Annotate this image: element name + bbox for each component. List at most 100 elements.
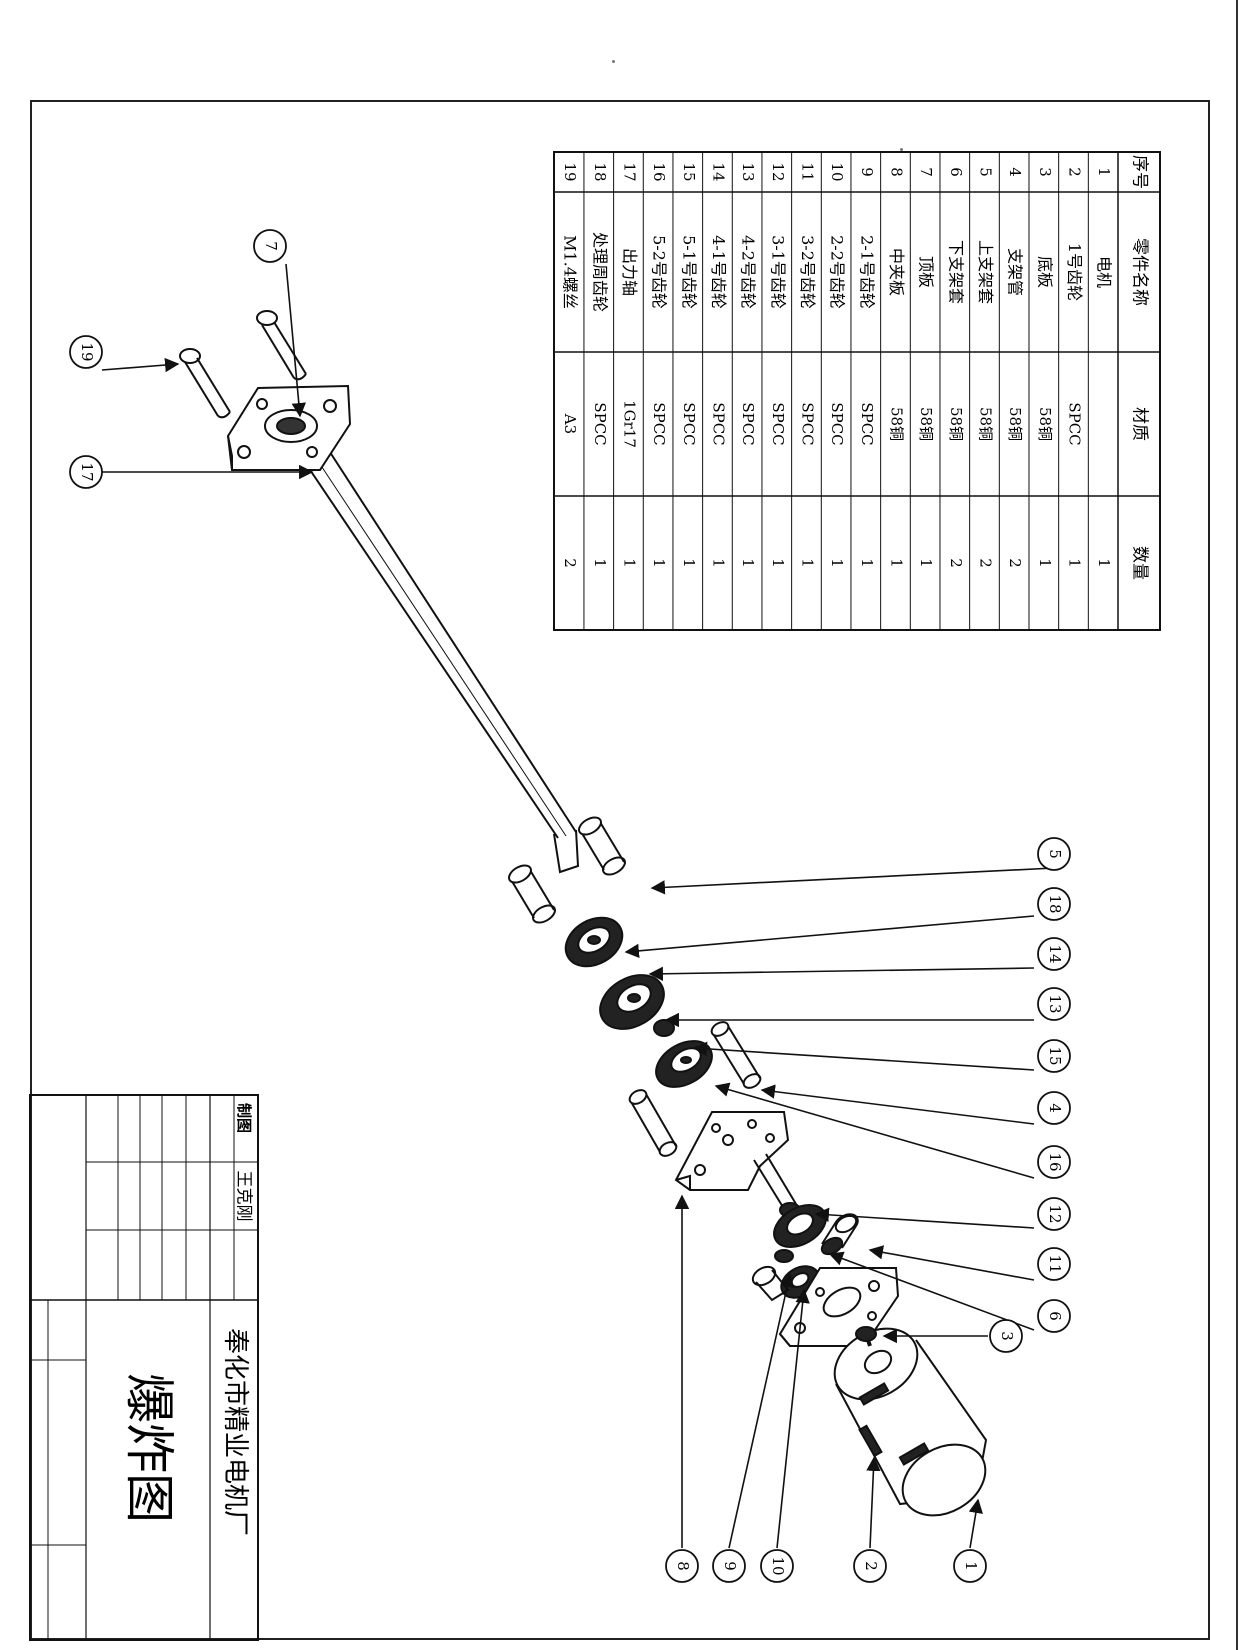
balloon-19: 19 <box>69 335 103 369</box>
bom-cell-qty: 1 <box>858 558 876 568</box>
balloon-label: 7 <box>262 241 280 251</box>
bom-cell-material: 58铜 <box>887 407 905 441</box>
drawing-frame <box>30 100 1210 1640</box>
bom-cell-name: 出力轴 <box>620 248 639 296</box>
bom-cell-no: 15 <box>680 162 698 181</box>
bom-cell-no: 3 <box>1036 167 1054 177</box>
balloon-14: 14 <box>1037 937 1071 971</box>
gear-12 <box>773 1204 827 1248</box>
title-drawn-label: 制图 <box>235 1103 253 1133</box>
bom-cell-material: A3 <box>561 413 579 434</box>
balloon-4: 4 <box>1037 1091 1071 1125</box>
bom-cell-no: 16 <box>650 162 668 181</box>
bom-cell-name: 下支架套 <box>946 240 965 304</box>
bom-header-name: 零件名称 <box>1130 238 1150 306</box>
bom-rows: 1电机121号齿轮SPCC13底板58铜14支架管58铜25上支架套58铜26下… <box>561 162 1114 567</box>
bom-cell-material: 58铜 <box>976 407 994 441</box>
title-block: 制图 王克刚 奉化市精业电机厂 爆炸图 <box>29 1094 259 1641</box>
bom-cell-no: 17 <box>620 162 638 181</box>
bom-cell-qty: 2 <box>947 558 965 568</box>
leader-lines <box>101 263 1055 1549</box>
gear-14 <box>599 974 665 1030</box>
bom-cell-qty: 1 <box>739 558 757 568</box>
balloon-label: 19 <box>78 342 96 361</box>
balloon-label: 6 <box>1046 1311 1064 1321</box>
bom-cell-name: 3-1号齿轮 <box>768 235 787 309</box>
bom-cell-no: 1 <box>1095 167 1113 177</box>
bom-cell-no: 12 <box>769 162 787 181</box>
balloon-18: 18 <box>1037 887 1071 921</box>
bom-table: 序号 零件名称 材质 数量 1电机121号齿轮SPCC13底板58铜14支架管5… <box>553 151 1161 631</box>
bom-header-no: 序号 <box>1130 155 1150 189</box>
bom-cell-no: 8 <box>887 167 905 177</box>
bom-cell-qty: 1 <box>1036 558 1054 568</box>
balloon-label: 18 <box>1046 894 1064 913</box>
bom-cell-material: 58铜 <box>917 407 935 441</box>
balloon-1: 1 <box>953 1549 987 1583</box>
bom-cell-name: 电机 <box>1095 256 1114 288</box>
balloon-label: 15 <box>1046 1046 1064 1065</box>
bom-cell-qty: 2 <box>1006 558 1024 568</box>
sheet-edge <box>1236 0 1238 1650</box>
bom-cell-material: SPCC <box>680 402 698 445</box>
bom-cell-name: 2-1号齿轮 <box>857 235 876 309</box>
balloon-5: 5 <box>1037 837 1071 871</box>
balloon-7: 7 <box>253 229 287 263</box>
exploded-view <box>179 310 988 1517</box>
bom-cell-qty: 2 <box>976 558 994 568</box>
title-drawing-name: 爆炸图 <box>120 1373 178 1523</box>
bom-cell-material: SPCC <box>739 402 757 445</box>
bom-cell-name: 4-1号齿轮 <box>709 235 728 309</box>
balloon-12: 12 <box>1037 1197 1071 1231</box>
bom-cell-name: 4-2号齿轮 <box>739 235 758 309</box>
lower-sleeve-6 <box>751 1265 790 1302</box>
bom-header-qty: 数量 <box>1130 546 1150 580</box>
bom-cell-material: SPCC <box>709 402 727 445</box>
bom-cell-name: 2-2号齿轮 <box>828 235 847 309</box>
bom-cell-no: 2 <box>1065 167 1083 177</box>
balloon-label: 17 <box>78 462 96 481</box>
bom-cell-material: SPCC <box>650 402 668 445</box>
balloon-label: 9 <box>721 1561 739 1571</box>
bom-cell-no: 4 <box>1006 167 1024 177</box>
bom-cell-name: 上支架套 <box>976 240 995 304</box>
upper-sleeve-b <box>508 864 556 924</box>
balloon-label: 1 <box>962 1561 980 1571</box>
bom-cell-qty: 1 <box>769 558 787 568</box>
bom-cell-qty: 1 <box>1065 558 1083 568</box>
bom-cell-no: 10 <box>828 162 846 181</box>
balloon-label: 13 <box>1046 994 1064 1013</box>
bom-cell-no: 11 <box>798 162 816 181</box>
balloon-3: 3 <box>989 1319 1023 1353</box>
bom-cell-name: 处理周齿轮 <box>590 232 609 312</box>
gear-18 <box>564 916 624 968</box>
bom-cell-qty: 1 <box>798 558 816 568</box>
bom-cell-name: 5-1号齿轮 <box>679 235 698 309</box>
bom-cell-no: 18 <box>591 162 609 181</box>
balloon-label: 3 <box>998 1331 1016 1341</box>
bom-cell-no: 19 <box>561 162 579 181</box>
balloon-16: 16 <box>1037 1145 1071 1179</box>
gear-15 <box>655 1040 713 1088</box>
balloon-11: 11 <box>1037 1247 1071 1281</box>
bom-header-material: 材质 <box>1130 407 1150 441</box>
balloon-17: 17 <box>69 455 103 489</box>
balloon-label: 5 <box>1046 849 1064 859</box>
balloon-label: 16 <box>1046 1152 1064 1171</box>
motor-gear-2 <box>855 1326 877 1342</box>
bom-cell-name: 顶板 <box>917 256 936 288</box>
balloon-13: 13 <box>1037 987 1071 1021</box>
middle-plate <box>674 1111 790 1191</box>
balloon-label: 8 <box>674 1561 692 1571</box>
balloon-label: 10 <box>769 1556 787 1575</box>
bom-cell-qty: 1 <box>917 558 935 568</box>
bom-cell-material: 58铜 <box>947 407 965 441</box>
balloon-label: 14 <box>1046 944 1064 963</box>
bom-cell-qty: 1 <box>591 558 609 568</box>
bom-cell-no: 7 <box>917 167 935 177</box>
bom-cell-qty: 1 <box>1095 558 1113 568</box>
balloon-15: 15 <box>1037 1039 1071 1073</box>
